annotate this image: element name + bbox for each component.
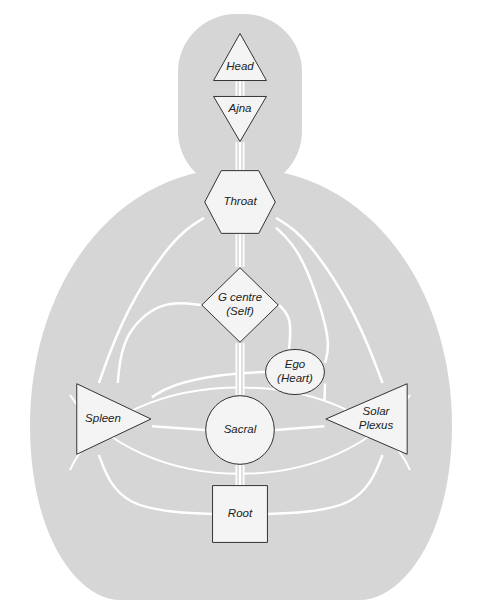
node-outline: [213, 33, 267, 81]
throat-hexagon: Throat: [204, 170, 276, 234]
g-centre-diamond: G centre (Self): [201, 267, 279, 343]
channel-line: [236, 343, 245, 395]
channel-line: [118, 303, 201, 383]
sacral-circle: Sacral: [205, 395, 275, 465]
head-outline: [178, 14, 302, 189]
centre-label: Throat: [223, 195, 256, 209]
channel-divider: [238, 81, 242, 96]
centre-label: Solar Plexus: [355, 405, 397, 433]
spleen-triangle: Spleen: [76, 383, 152, 455]
channel-divider: [238, 142, 242, 170]
head-triangle: Head: [213, 33, 267, 81]
centre-label: Ajna: [228, 102, 251, 116]
channel-line: [152, 426, 205, 430]
channel-line: [268, 455, 383, 514]
channel-line: [276, 228, 328, 363]
channel-line: [236, 81, 245, 96]
channel-line: [99, 218, 204, 383]
channel-line: [99, 455, 212, 514]
channel-divider: [238, 234, 242, 267]
channel-divider: [238, 343, 242, 395]
centre-label: Sacral: [224, 423, 257, 437]
root-square: Root: [212, 485, 268, 543]
centre-label: Head: [226, 60, 254, 74]
channel-line: [323, 384, 326, 402]
solar-plexus-triangle: Solar Plexus: [325, 383, 408, 455]
channel-divider: [238, 465, 242, 485]
channel-line: [152, 372, 265, 397]
centre-label: Root: [228, 507, 252, 521]
channel-line: [279, 305, 290, 349]
channel-line: [236, 234, 245, 267]
centre-label: Spleen: [85, 412, 121, 426]
ajna-triangle: Ajna: [213, 96, 267, 142]
channel-line: [236, 142, 245, 170]
channel-line: [236, 465, 245, 485]
centre-label: G centre (Self): [214, 291, 266, 319]
channel-line: [275, 426, 325, 430]
centre-label: Ego (Heart): [275, 358, 315, 386]
body-outline: [30, 168, 452, 600]
ego-circle: Ego (Heart): [265, 349, 325, 395]
